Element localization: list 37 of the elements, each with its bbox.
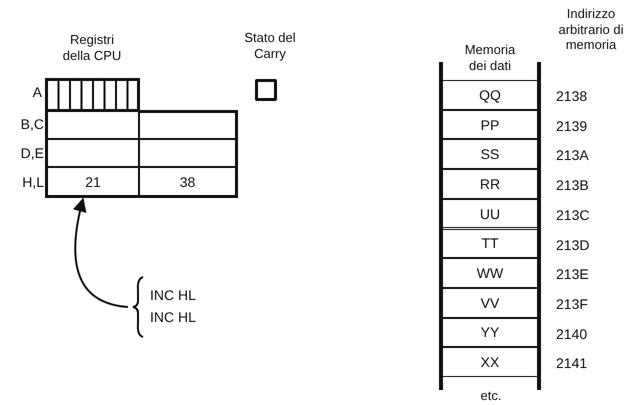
section-title: Indirizzo arbitrario di memoria — [557, 6, 625, 53]
carry-flag-box — [255, 79, 277, 101]
memory-address: 213B — [556, 177, 590, 194]
instruction-text: INC HL — [150, 286, 196, 305]
memory-cell: VV — [443, 288, 537, 318]
register-name: A — [32, 84, 42, 101]
register-cell — [138, 110, 238, 140]
memory-cell: WW — [443, 258, 537, 288]
memory-cell: RR — [443, 169, 537, 199]
memory-address: 213A — [556, 147, 590, 164]
register-name: B,C — [20, 116, 44, 133]
memory-address: 213C — [556, 206, 590, 224]
memory-address: 2138 — [556, 88, 588, 105]
section-title: Memoria dei dati — [464, 42, 516, 74]
memory-address: 213E — [556, 266, 590, 283]
memory-cell: PP — [443, 110, 537, 140]
register-name: H,L — [21, 174, 44, 191]
register-name: D,E — [20, 145, 44, 162]
register-cell: 38 — [138, 166, 238, 198]
memory-address: 213D — [556, 236, 590, 254]
memory-cell: XX — [443, 347, 537, 377]
memory-cell: SS — [443, 139, 537, 170]
section-title: Registri della CPU — [62, 32, 122, 64]
memory-address: 2139 — [556, 118, 588, 134]
memory-address: 213F — [556, 296, 589, 313]
instruction-text: INC HL — [150, 308, 196, 327]
register-box — [45, 78, 140, 112]
arrow — [73, 198, 128, 308]
memory-address: 2140 — [556, 326, 588, 342]
memory-cell: YY — [443, 318, 537, 348]
memory-address: 2141 — [556, 355, 588, 372]
memory-cell: UU — [443, 198, 537, 228]
memory-cell: QQ — [443, 80, 537, 110]
register-cell: 21 — [45, 166, 140, 198]
memory-cell: TT — [443, 228, 537, 258]
section-title: Stato del Carry — [243, 30, 297, 62]
continuation-text: etc. — [480, 388, 502, 404]
